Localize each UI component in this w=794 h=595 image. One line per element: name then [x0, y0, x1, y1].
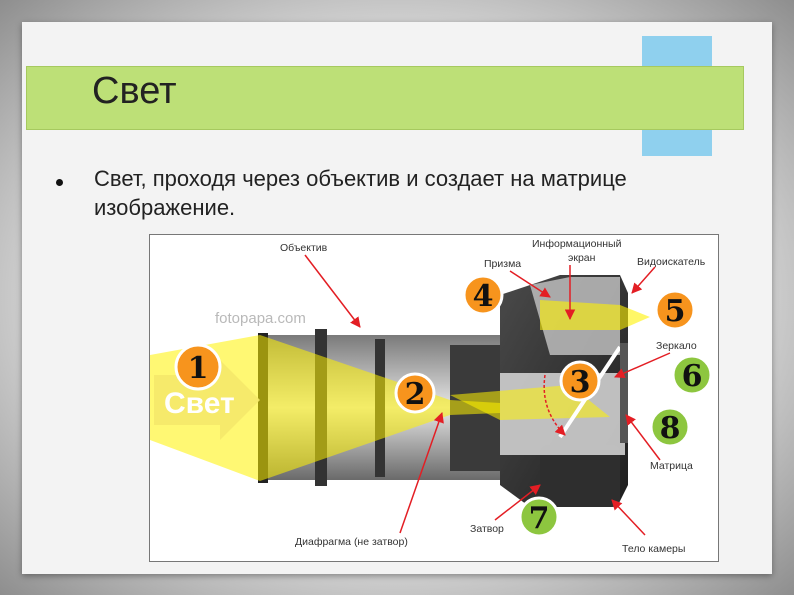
marker-1-number: 1 — [188, 351, 209, 386]
slide-title: Свет — [92, 70, 177, 112]
pointer-aperture — [399, 412, 444, 534]
label-viewfinder: Видоискатель — [637, 256, 706, 268]
marker-6-number: 6 — [682, 359, 703, 394]
label-aperture: Диафрагма (не затвор) — [295, 536, 408, 548]
bullet-text: Свет, проходя через объектив и создает н… — [94, 166, 627, 220]
light-label: Свет — [164, 387, 235, 420]
label-shutter: Затвор — [470, 523, 504, 535]
marker-2: 2 — [394, 372, 436, 414]
pointer-lens — [304, 254, 361, 328]
pointer-matrix — [625, 414, 661, 461]
marker-3-number: 3 — [570, 365, 591, 400]
matrix-plate — [620, 343, 628, 443]
camera-diagram: Свет fotopapa.com Объектив Информационны… — [149, 234, 719, 562]
pointer-body — [611, 499, 646, 536]
bullet-icon — [56, 179, 63, 186]
pointer-viewfinder — [631, 266, 656, 294]
slide: Свет Свет, проходя через объектив и созд… — [22, 22, 772, 574]
marker-7: 7 — [518, 496, 560, 538]
label-info-screen-1: Информационный — [532, 238, 622, 250]
light-beam — [150, 335, 500, 481]
title-bar — [26, 66, 744, 130]
pointer-prism — [509, 270, 551, 298]
marker-8-number: 8 — [660, 411, 681, 446]
marker-8: 8 — [649, 406, 691, 448]
label-info-screen-2: экран — [568, 252, 596, 264]
pointer-mirror — [614, 352, 671, 379]
light-to-viewfinder — [540, 300, 650, 330]
label-body: Тело камеры — [622, 543, 685, 555]
camera-grip — [540, 445, 620, 507]
marker-2-number: 2 — [405, 377, 426, 412]
camera-diagram-svg: Свет fotopapa.com Объектив Информационны… — [150, 238, 713, 555]
marker-1: 1 — [174, 343, 222, 391]
marker-7-number: 7 — [529, 501, 550, 536]
label-lens: Объектив — [280, 242, 328, 254]
marker-4: 4 — [462, 274, 504, 316]
pointer-shutter — [494, 484, 541, 521]
label-mirror: Зеркало — [656, 340, 697, 352]
marker-5-number: 5 — [665, 294, 686, 329]
mirror-flip-arrow — [543, 374, 566, 436]
label-matrix: Матрица — [650, 460, 693, 472]
marker-3: 3 — [559, 360, 601, 402]
marker-6: 6 — [671, 354, 713, 396]
marker-5: 5 — [654, 289, 696, 331]
marker-4-number: 4 — [473, 279, 494, 314]
label-prism: Призма — [484, 258, 521, 270]
watermark: fotopapa.com — [215, 310, 306, 327]
